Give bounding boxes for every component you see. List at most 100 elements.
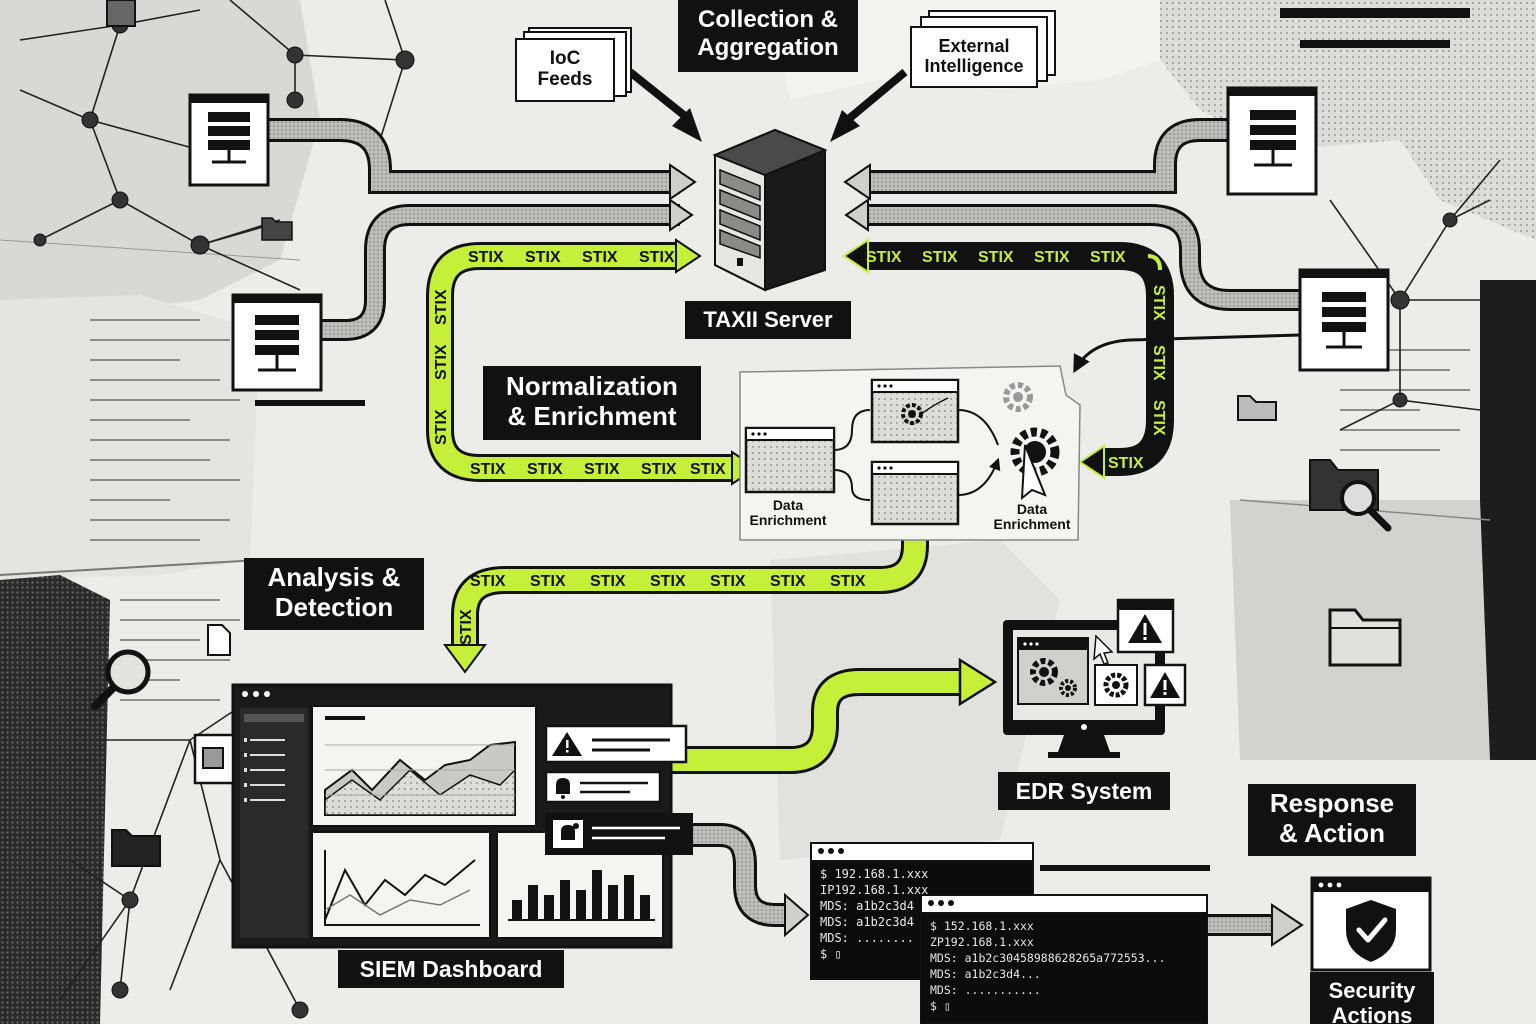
siem-area-chart (311, 705, 537, 827)
gear-icon (1003, 382, 1033, 412)
stage-label-normalization: Normalization & Enrichment (483, 366, 701, 440)
cursor-icon (1020, 444, 1047, 501)
server-icon (255, 315, 299, 372)
stix-token: STIX (527, 461, 563, 478)
folder-icon (1237, 395, 1277, 421)
stix-token: STIX (525, 249, 561, 266)
stix-token: STIX (1090, 249, 1126, 266)
gear-icon (1059, 679, 1077, 697)
terminal-line: MDS: a1b2c3d4 (820, 899, 914, 913)
warning-icon (552, 732, 582, 756)
ioc-feeds-card: IoC Feeds (515, 38, 615, 102)
green-pipe-to-edr (670, 668, 965, 774)
siem-dashboard-window (231, 683, 693, 949)
stix-token: STIX (641, 461, 677, 478)
stage-label-analysis: Analysis & Detection (244, 558, 424, 630)
terminal-line: MDS: ........... (930, 983, 1041, 997)
folder-icon (1328, 608, 1402, 667)
bell-icon (553, 820, 583, 848)
stix-label-tokens: STIX STIX STIX STIX STIX STIX STIX STIX … (433, 249, 1167, 645)
enrichment-window-top (870, 378, 960, 444)
stix-band-left-loop (426, 242, 735, 482)
stix-token: STIX (650, 573, 686, 590)
edr-arrow-head (958, 657, 998, 707)
edr-gear-badge (1094, 664, 1138, 706)
terminal-line: IP192.168.1.xxx (820, 883, 929, 897)
pipes-left (268, 118, 680, 341)
taxii-server-label: TAXII Server (685, 301, 851, 339)
arrow-external-to-taxii (842, 68, 908, 126)
stix-token: STIX (639, 249, 675, 266)
document-icon (207, 624, 231, 656)
edr-system-label: EDR System (998, 772, 1170, 810)
server-panel-mid-left (231, 293, 323, 392)
network-graph-left (19, 0, 1501, 1011)
pipe-arrow-head (1271, 903, 1304, 947)
stix-token: STIX (584, 461, 620, 478)
server-icon (208, 112, 250, 164)
stix-token: STIX (433, 409, 450, 445)
server-icon (1250, 110, 1296, 167)
enrichment-panel (739, 365, 1081, 541)
siem-alert-card (544, 724, 688, 764)
edr-system-monitor (1003, 598, 1187, 758)
terminal-line: $ ▯ (820, 947, 842, 961)
data-enrichment-caption-left: Data Enrichment (749, 497, 827, 529)
enrichment-window-main (744, 426, 836, 494)
gear-icon (1030, 658, 1058, 686)
magnifier-icon (1340, 480, 1392, 532)
enrichment-window-bottom (870, 460, 960, 526)
stix-token: STIX (470, 573, 506, 590)
pipe-arrow-head (843, 163, 871, 232)
network-node-icon (193, 733, 235, 785)
external-intelligence-card: External Intelligence (910, 26, 1038, 88)
stix-token: STIX (433, 289, 450, 325)
warning-icon (1128, 614, 1162, 643)
security-actions-label: Security Actions (1310, 972, 1434, 1024)
server-panel-right (1298, 268, 1390, 372)
arrow-head (830, 110, 860, 142)
stix-arrow-head (443, 644, 487, 674)
siem-dashboard-label: SIEM Dashboard (338, 950, 564, 988)
stix-token: STIX (690, 461, 726, 478)
stix-token: STIX (1150, 285, 1167, 321)
stix-token: STIX (582, 249, 618, 266)
bell-icon (556, 778, 570, 799)
cursor-icon (1093, 634, 1114, 665)
shield-check-icon (1346, 900, 1396, 962)
gear-icon (1103, 672, 1129, 698)
arrow-ioc-to-taxii (627, 68, 693, 124)
stix-token: STIX (978, 249, 1014, 266)
warning-icon (1150, 672, 1180, 698)
security-actions-window (1310, 876, 1432, 972)
server-panel-top-right (1226, 86, 1318, 196)
stix-token: STIX (433, 344, 450, 380)
terminal-line: MDS: ........ (820, 931, 914, 945)
siem-sidebar (240, 708, 308, 938)
network-node-icon (33, 16, 1458, 1019)
stix-token: STIX (922, 249, 958, 266)
server-panel-top-left (188, 93, 270, 187)
folder-icon (261, 217, 293, 241)
siem-notification-card (544, 770, 662, 804)
folder-icon (111, 829, 161, 867)
stix-token: STIX (710, 573, 746, 590)
stage-label-response: Response & Action (1248, 784, 1416, 856)
terminal-line: MDS: a1b2c30458988628265a772553... (930, 951, 1166, 965)
terminal-line: ZP192.168.1.xxx (930, 935, 1034, 949)
arrow-to-enrichment (1073, 333, 1301, 374)
stix-arrow-head (842, 238, 1105, 480)
edr-warning-window (1116, 598, 1175, 654)
edr-window (1017, 637, 1089, 705)
stix-token: STIX (468, 249, 504, 266)
siem-notification-card-dark (545, 813, 693, 855)
pipe-arrow-head (669, 163, 697, 232)
pipe-arrow-head (784, 892, 810, 938)
terminal-line: MDS: a1b2c3d4 (820, 915, 914, 929)
terminal-line: MDS: a1b2c3d4... (930, 967, 1041, 981)
magnifier-icon (91, 649, 151, 710)
stix-band-to-analysis (451, 525, 929, 650)
